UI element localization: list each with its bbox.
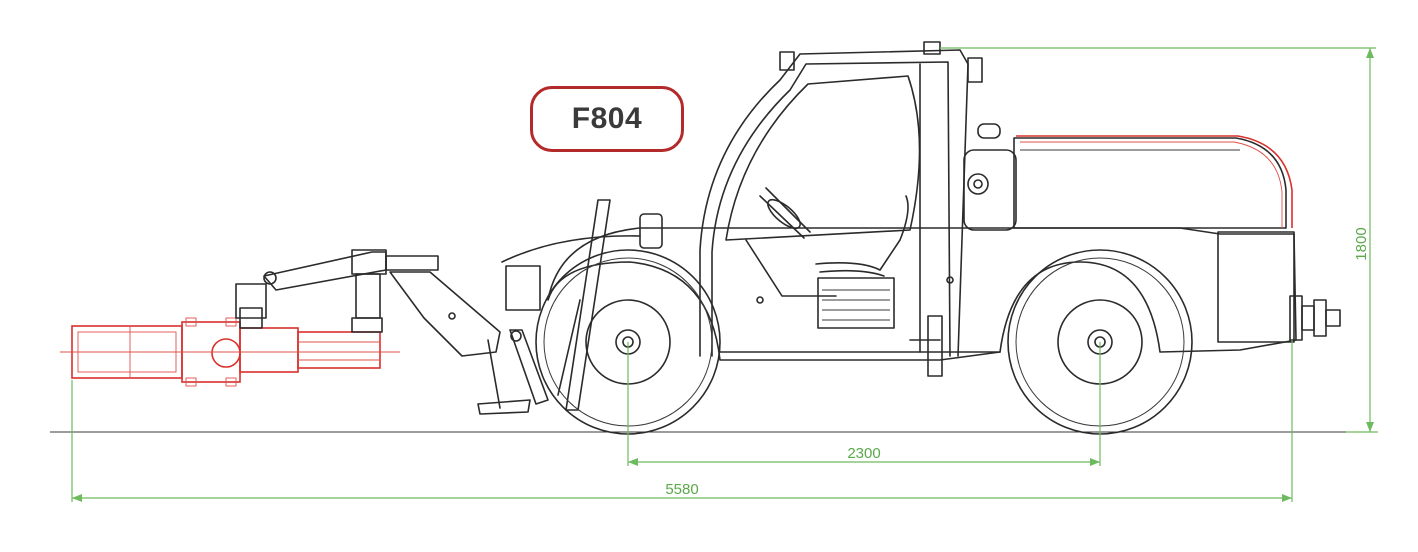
operator-cab — [699, 41, 983, 357]
engine-hood — [1013, 135, 1293, 229]
rear-pto-coupling — [1289, 295, 1341, 341]
dimension-height — [940, 47, 1378, 433]
front-lift-mast — [501, 199, 663, 411]
wheelbase-label: 2300 — [847, 445, 880, 462]
front-boom-arm — [235, 249, 549, 415]
dimension-wheelbase — [627, 342, 1101, 466]
height-label: 1800 — [1353, 227, 1370, 260]
model-name: F804 — [571, 102, 643, 135]
model-badge: F804 — [530, 86, 684, 152]
mower-attachment — [60, 317, 400, 387]
dimension-overall-length — [71, 340, 1293, 502]
overall-length-label: 5580 — [665, 481, 698, 498]
chassis — [547, 227, 1297, 377]
exhaust-stack — [963, 123, 1017, 231]
